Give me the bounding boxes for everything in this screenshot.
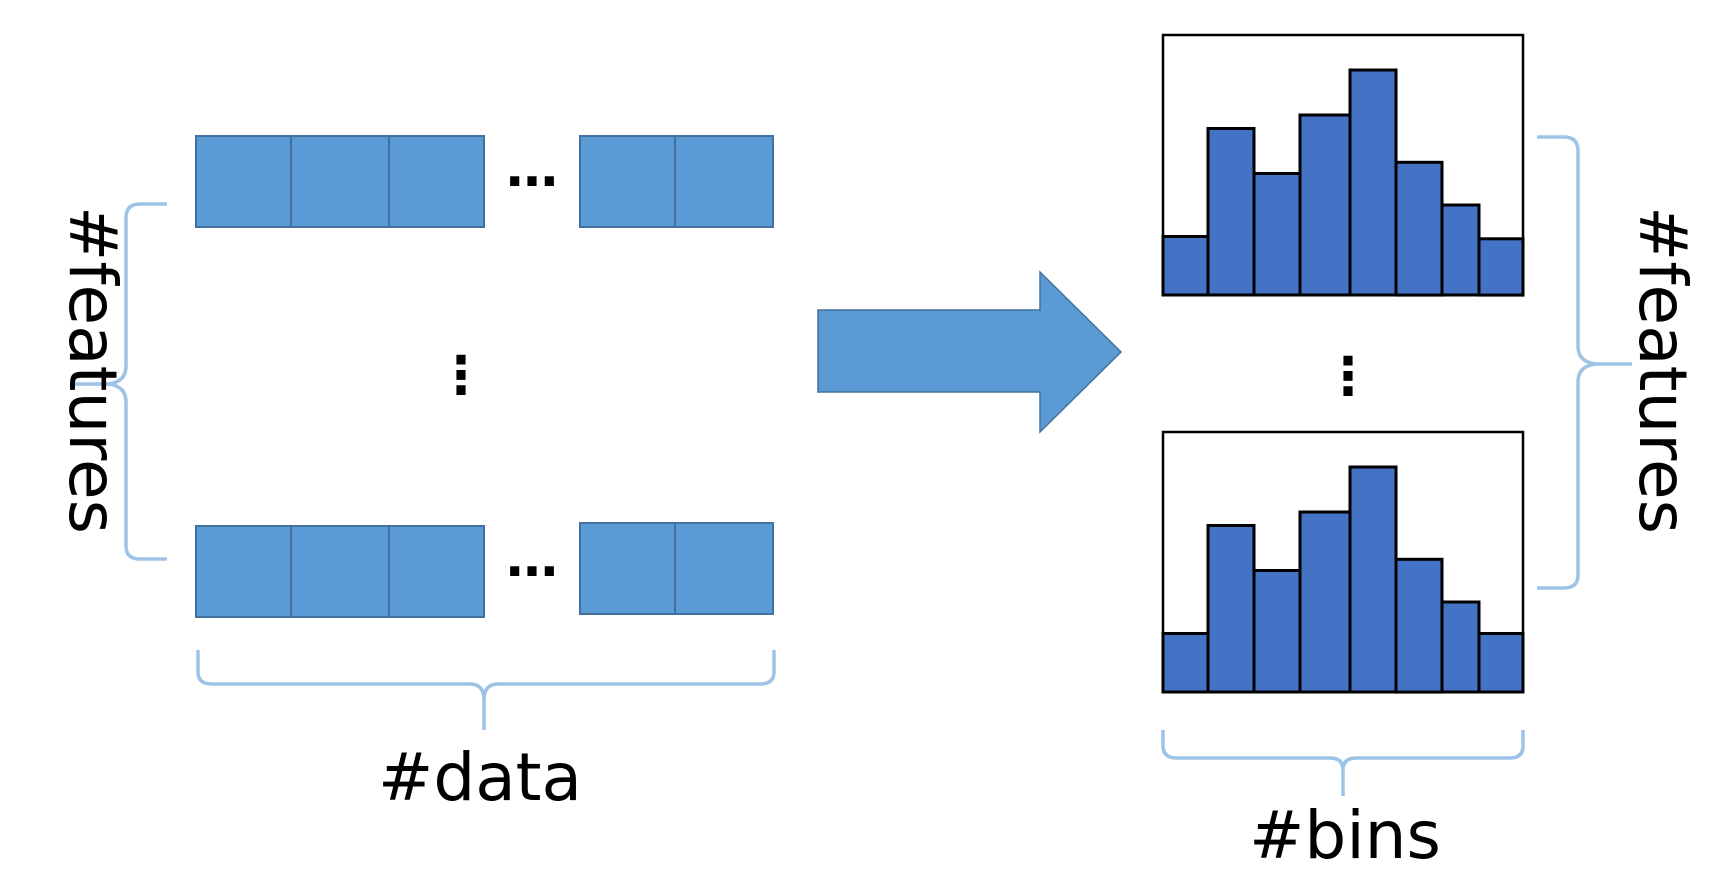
data-cell	[290, 525, 390, 618]
data-brace	[196, 650, 776, 730]
histogram-bar	[1348, 68, 1398, 297]
data-cell	[674, 522, 774, 615]
histogram-top	[1161, 33, 1525, 297]
histograms-vertical-ellipsis: ⋮	[1322, 347, 1374, 407]
rows-vertical-ellipsis: ⋮	[435, 346, 487, 406]
histogram-bar	[1252, 172, 1302, 297]
row-ellipsis: …	[506, 529, 558, 589]
left-features-label: #features	[54, 206, 131, 534]
row-ellipsis: …	[506, 139, 558, 199]
bins-label: #bins	[1249, 797, 1441, 871]
histogram-bar	[1298, 510, 1352, 694]
right-features-brace	[1537, 135, 1632, 590]
histogram-bar	[1252, 569, 1302, 694]
histogram-bar	[1298, 113, 1352, 297]
data-cell	[195, 135, 292, 228]
data-label: #data	[378, 739, 582, 816]
histogram-bar	[1477, 237, 1525, 297]
data-cell	[290, 135, 390, 228]
histogram-bar	[1206, 127, 1256, 297]
data-cell	[388, 135, 485, 228]
right-arrow	[817, 270, 1123, 434]
histogram-bar	[1161, 235, 1210, 297]
histogram-bar	[1440, 203, 1481, 297]
right-features-label: #features	[1624, 206, 1701, 534]
data-cell	[579, 135, 676, 228]
histogram-bar	[1348, 465, 1398, 694]
histogram-bar	[1206, 524, 1256, 694]
histogram-bar	[1394, 160, 1444, 297]
data-cell	[195, 525, 292, 618]
data-cell	[579, 522, 676, 615]
bins-brace	[1161, 730, 1525, 796]
left-features-brace	[72, 202, 167, 561]
data-row-bottom: …	[195, 522, 774, 618]
histogram-bar	[1161, 632, 1210, 694]
data-cell	[674, 135, 774, 228]
data-cell	[388, 525, 485, 618]
histogram-bar	[1440, 600, 1481, 694]
histogram-bar	[1477, 632, 1525, 694]
histogram-bar	[1394, 557, 1444, 694]
data-row-top: …	[195, 135, 774, 228]
histogram-bottom	[1161, 430, 1525, 694]
